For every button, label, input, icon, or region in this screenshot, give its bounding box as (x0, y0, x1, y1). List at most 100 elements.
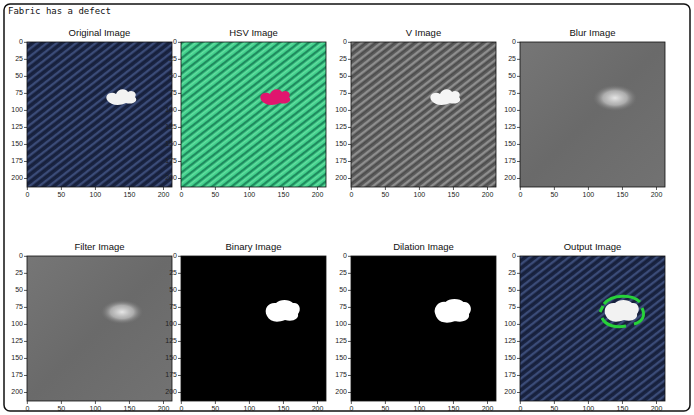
tick-label: 125 (335, 123, 347, 131)
tick-label: 25 (339, 269, 347, 277)
panel-title: Dilation Image (331, 241, 516, 252)
tick-mark (348, 144, 351, 145)
tick-label: 100 (504, 320, 516, 328)
tick-mark (178, 93, 181, 94)
tick-mark (517, 76, 520, 77)
tick-label: 125 (504, 337, 516, 345)
tick-label: 25 (508, 55, 516, 63)
tick-label: 175 (165, 157, 177, 165)
tick-label: 125 (165, 337, 177, 345)
tick-mark (348, 93, 351, 94)
tick-label: 125 (504, 123, 516, 131)
tick-label: 175 (11, 371, 23, 379)
tick-label: 200 (165, 174, 177, 182)
tick-label: 100 (165, 320, 177, 328)
tick-label: 200 (158, 191, 170, 199)
image-panel: Output Image (520, 256, 665, 401)
tick-mark (348, 392, 351, 393)
tick-mark (61, 187, 62, 190)
tick-mark (487, 187, 488, 190)
tick-label: 150 (124, 191, 136, 199)
tick-mark (215, 401, 216, 404)
tick-mark (554, 187, 555, 190)
tick-mark (348, 375, 351, 376)
tick-label: 175 (11, 157, 23, 165)
tick-label: 100 (335, 106, 347, 114)
tick-mark (517, 341, 520, 342)
tick-mark (419, 401, 420, 404)
tick-mark (517, 93, 520, 94)
axes-frames (27, 42, 665, 401)
tick-mark (24, 42, 27, 43)
tick-label: 175 (335, 157, 347, 165)
tick-label: 200 (482, 191, 494, 199)
tick-mark (24, 161, 27, 162)
tick-label: 200 (312, 405, 324, 413)
tick-mark (317, 187, 318, 190)
tick-mark (61, 401, 62, 404)
tick-mark (181, 401, 182, 404)
tick-mark (283, 187, 284, 190)
hsv-image (181, 42, 326, 187)
binary-image (181, 256, 326, 401)
tick-mark (24, 127, 27, 128)
tick-mark (517, 161, 520, 162)
tick-label: 75 (169, 303, 177, 311)
tick-mark (517, 144, 520, 145)
tick-mark (517, 59, 520, 60)
tick-label: 100 (414, 191, 426, 199)
tick-mark (656, 401, 657, 404)
tick-mark (178, 127, 181, 128)
output-image (520, 256, 665, 401)
tick-label: 150 (504, 354, 516, 362)
image-panel: Filter Image (27, 256, 172, 401)
tick-label: 50 (169, 72, 177, 80)
tick-mark (24, 358, 27, 359)
tick-label: 0 (349, 191, 353, 199)
tick-mark (178, 273, 181, 274)
tick-mark (24, 392, 27, 393)
tick-mark (27, 187, 28, 190)
tick-mark (348, 256, 351, 257)
tick-label: 150 (11, 354, 23, 362)
tick-label: 50 (211, 405, 219, 413)
tick-label: 100 (504, 106, 516, 114)
tick-label: 200 (11, 174, 23, 182)
tick-mark (129, 187, 130, 190)
tick-mark (348, 110, 351, 111)
tick-mark (215, 187, 216, 190)
panel-title: V Image (331, 27, 516, 38)
tick-label: 100 (90, 405, 102, 413)
panel-title: HSV Image (161, 27, 346, 38)
tick-mark (129, 401, 130, 404)
tick-mark (385, 187, 386, 190)
tick-mark (453, 187, 454, 190)
tick-label: 100 (90, 191, 102, 199)
tick-label: 0 (343, 38, 347, 46)
tick-mark (517, 375, 520, 376)
tick-label: 150 (278, 191, 290, 199)
tick-label: 50 (508, 286, 516, 294)
tick-mark (517, 324, 520, 325)
tick-mark (24, 144, 27, 145)
tick-label: 150 (11, 140, 23, 148)
tick-label: 100 (244, 191, 256, 199)
image-panel: Original Image (27, 42, 172, 187)
tick-label: 200 (165, 388, 177, 396)
tick-mark (487, 401, 488, 404)
tick-mark (178, 392, 181, 393)
tick-mark (554, 401, 555, 404)
tick-mark (283, 401, 284, 404)
filter-image (27, 256, 172, 401)
tick-label: 100 (583, 191, 595, 199)
tick-mark (178, 59, 181, 60)
tick-label: 100 (244, 405, 256, 413)
tick-mark (517, 110, 520, 111)
tick-label: 0 (25, 405, 29, 413)
tick-label: 200 (651, 405, 663, 413)
tick-label: 175 (165, 371, 177, 379)
tick-label: 150 (165, 354, 177, 362)
tick-mark (24, 290, 27, 291)
tick-mark (24, 93, 27, 94)
tick-mark (622, 401, 623, 404)
